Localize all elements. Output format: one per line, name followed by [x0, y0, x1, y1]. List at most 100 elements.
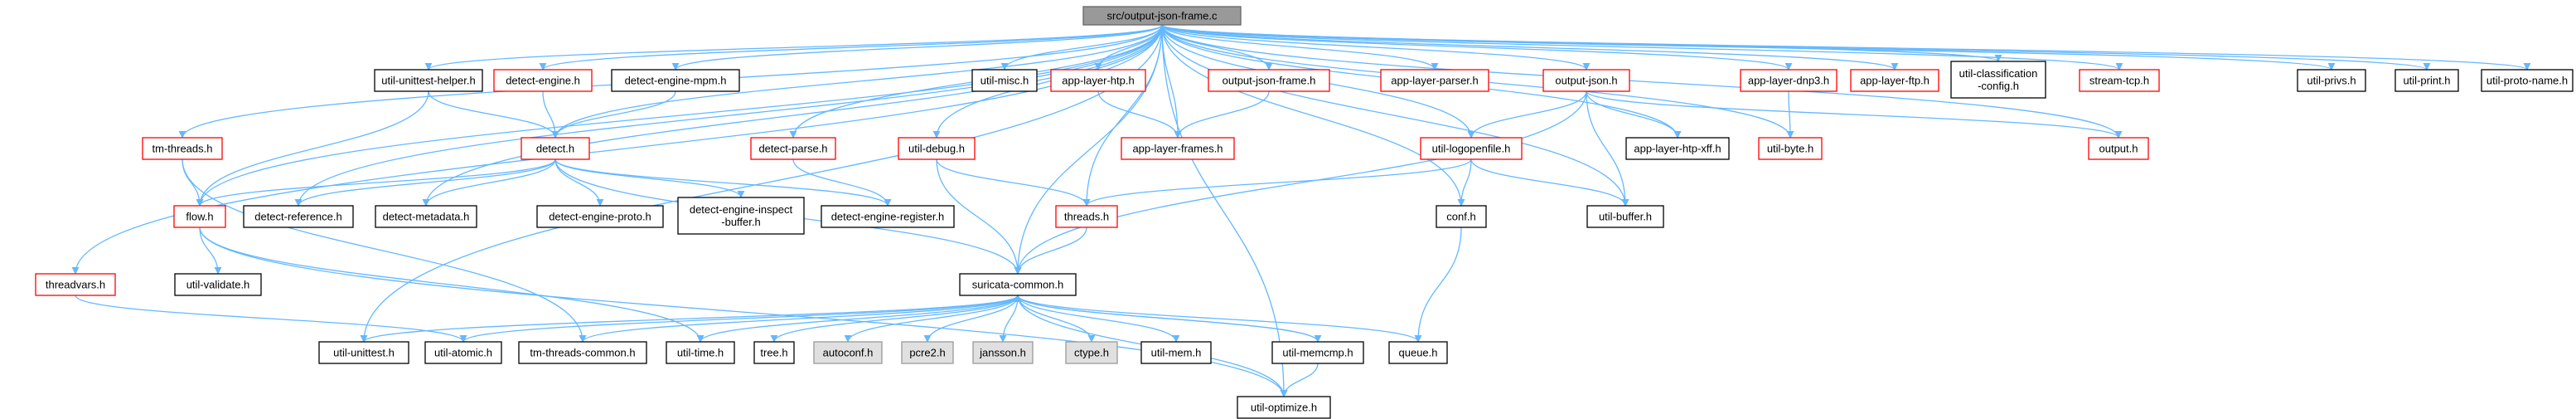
node-pcre2[interactable]: pcre2.h	[901, 341, 954, 364]
node-label: detect-engine.h	[506, 75, 580, 87]
node-util-logopenfile[interactable]: util-logopenfile.h	[1420, 137, 1523, 160]
node-output[interactable]: output.h	[2088, 137, 2149, 160]
node-label: flow.h	[186, 211, 213, 223]
node-box	[1388, 341, 1448, 364]
node-box	[813, 341, 883, 364]
node-ctype[interactable]: ctype.h	[1065, 341, 1118, 364]
node-box	[2079, 69, 2160, 92]
node-detect-engine-mpm[interactable]: detect-engine-mpm.h	[611, 69, 740, 92]
edge-suricata_common-to-util_unittest	[360, 295, 1019, 343]
node-autoconf[interactable]: autoconf.h	[813, 341, 883, 364]
edge-detect_engine-to-detect	[542, 90, 559, 139]
node-util-privs[interactable]: util-privs.h	[2297, 69, 2366, 92]
node-util-misc[interactable]: util-misc.h	[971, 69, 1038, 92]
node-suricata-common[interactable]: suricata-common.h	[959, 273, 1077, 296]
node-util-validate[interactable]: util-validate.h	[174, 273, 262, 296]
edge-detect-to-detect_engine_proto	[554, 158, 604, 207]
node-label: threads.h	[1064, 211, 1109, 223]
edge-output_json-to-output	[1586, 90, 2123, 139]
node-util-memcmp[interactable]: util-memcmp.h	[1271, 341, 1364, 364]
node-label: jansson.h	[979, 347, 1026, 359]
node-label: detect-engine-register.h	[831, 211, 945, 223]
node-util-buffer[interactable]: util-buffer.h	[1586, 205, 1664, 228]
node-label: app-layer-frames.h	[1132, 143, 1223, 155]
node-label: app-layer-parser.h	[1391, 75, 1479, 87]
node-box	[1586, 205, 1664, 228]
node-label: conf.h	[1446, 211, 1475, 223]
node-util-print[interactable]: util-print.h	[2394, 69, 2459, 92]
node-detect-engine-register[interactable]: detect-engine-register.h	[821, 205, 955, 228]
node-app-layer-htp[interactable]: app-layer-htp.h	[1050, 69, 1146, 92]
node-box	[1740, 69, 1838, 92]
edge-root-to-stream_tcp	[1161, 24, 2123, 71]
node-tm-threads[interactable]: tm-threads.h	[142, 137, 223, 160]
node-tree[interactable]: tree.h	[753, 341, 795, 364]
node-app-layer-htp-xff[interactable]: app-layer-htp-xff.h	[1625, 137, 1730, 160]
node-root[interactable]: src/output-json-frame.c	[1082, 6, 1242, 26]
edge-app_layer_dnp3-to-util_byte	[1786, 90, 1794, 139]
node-util-proto-name[interactable]: util-proto-name.h	[2481, 69, 2574, 92]
node-util-classification-config[interactable]: util-classification-config.h	[1950, 61, 2046, 99]
node-box	[1850, 69, 1939, 92]
node-detect-reference[interactable]: detect-reference.h	[243, 205, 354, 228]
node-util-byte[interactable]: util-byte.h	[1758, 137, 1823, 160]
node-util-atomic[interactable]: util-atomic.h	[424, 341, 502, 364]
node-box	[1950, 61, 2046, 99]
node-detect[interactable]: detect.h	[521, 137, 590, 160]
node-tm-threads-common[interactable]: tm-threads-common.h	[518, 341, 647, 364]
node-detect-metadata[interactable]: detect-metadata.h	[375, 205, 477, 228]
node-label: queue.h	[1399, 347, 1438, 359]
edge-detect-to-flow	[196, 158, 556, 207]
node-box	[750, 137, 836, 160]
node-detect-engine[interactable]: detect-engine.h	[493, 69, 593, 92]
node-util-optimize[interactable]: util-optimize.h	[1237, 396, 1331, 419]
node-label: detect-parse.h	[758, 143, 827, 155]
node-output-json[interactable]: output-json.h	[1542, 69, 1630, 92]
node-threadvars[interactable]: threadvars.h	[35, 273, 116, 296]
node-util-time[interactable]: util-time.h	[666, 341, 735, 364]
edge-root-to-output	[1161, 24, 2123, 139]
node-app-layer-dnp3[interactable]: app-layer-dnp3.h	[1740, 69, 1838, 92]
node-label: util-print.h	[2403, 75, 2450, 87]
node-label: app-layer-htp-xff.h	[1634, 143, 1721, 155]
edge-output_json_frame-to-app_layer_frames	[1174, 90, 1270, 139]
node-app-layer-ftp[interactable]: app-layer-ftp.h	[1850, 69, 1939, 92]
node-util-debug[interactable]: util-debug.h	[898, 137, 976, 160]
node-label: util-unittest.h	[333, 347, 395, 359]
node-label: util-optimize.h	[1251, 402, 1317, 414]
node-stream-tcp[interactable]: stream-tcp.h	[2079, 69, 2160, 92]
node-detect-engine-proto[interactable]: detect-engine-proto.h	[536, 205, 664, 228]
node-conf[interactable]: conf.h	[1436, 205, 1487, 228]
node-detect-parse[interactable]: detect-parse.h	[750, 137, 836, 160]
node-output-json-frame[interactable]: output-json-frame.h	[1208, 69, 1330, 92]
node-label: app-layer-htp.h	[1062, 75, 1134, 87]
node-util-unittest-helper[interactable]: util-unittest-helper.h	[374, 69, 483, 92]
edge-suricata_common-to-ctype	[1017, 295, 1096, 343]
node-label: detect-engine-inspect	[690, 203, 793, 216]
node-flow[interactable]: flow.h	[173, 205, 226, 228]
node-label: util-privs.h	[2307, 75, 2356, 87]
node-threads[interactable]: threads.h	[1055, 205, 1118, 228]
node-util-mem[interactable]: util-mem.h	[1140, 341, 1212, 364]
node-box	[2297, 69, 2366, 92]
node-label: detect-engine-mpm.h	[625, 75, 727, 87]
node-app-layer-frames[interactable]: app-layer-frames.h	[1121, 137, 1235, 160]
node-jansson[interactable]: jansson.h	[972, 341, 1034, 364]
node-box	[1625, 137, 1730, 160]
node-label: tm-threads.h	[153, 143, 213, 155]
node-label: util-classification	[1959, 67, 2038, 80]
node-box	[1542, 69, 1630, 92]
edge-suricata_common-to-tree	[770, 295, 1019, 343]
edge-root-to-util_privs	[1161, 24, 2336, 71]
edge-flow-to-util_validate	[199, 227, 222, 275]
node-box	[1237, 396, 1331, 419]
node-detect-engine-inspect-buffer[interactable]: detect-engine-inspect-buffer.h	[677, 197, 805, 235]
node-app-layer-parser[interactable]: app-layer-parser.h	[1380, 69, 1489, 92]
node-box	[375, 205, 477, 228]
node-util-unittest[interactable]: util-unittest.h	[318, 341, 409, 364]
node-label: detect-metadata.h	[383, 211, 470, 223]
edge-root-to-detect_engine_mpm	[671, 24, 1163, 71]
node-box	[318, 341, 409, 364]
edge-flow-to-util_optimize	[199, 227, 1288, 397]
node-queue[interactable]: queue.h	[1388, 341, 1448, 364]
